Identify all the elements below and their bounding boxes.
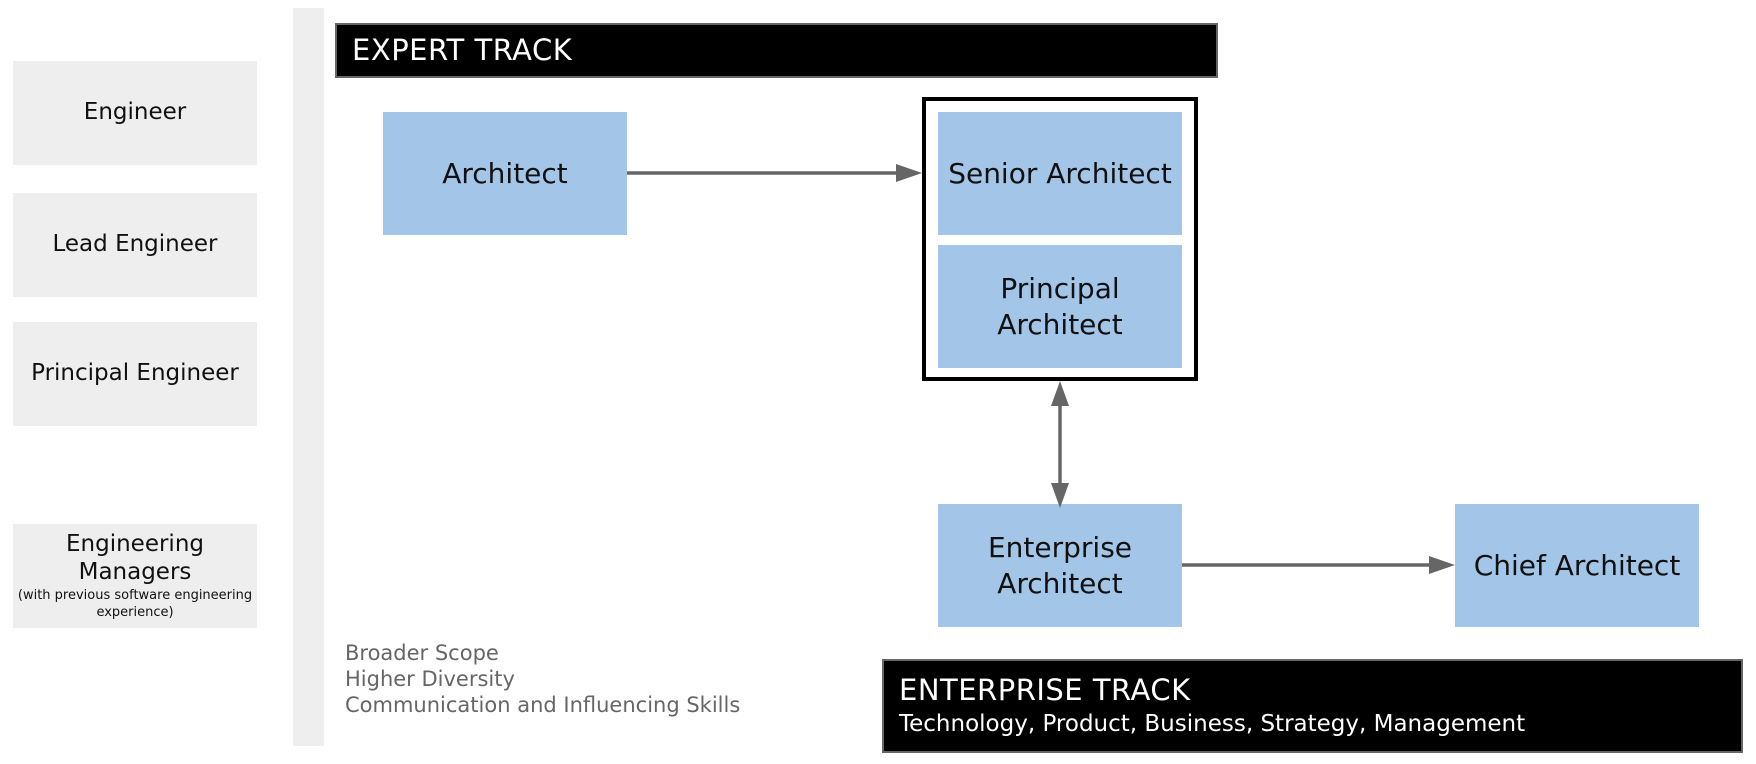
enterprise-track-subtitle: Technology, Product, Business, Strategy,…: [899, 711, 1526, 737]
role-enterprise-architect: Enterprise Architect: [938, 504, 1182, 627]
senior-principal-group: [922, 97, 1198, 381]
skills-notes: Broader Scope Higher Diversity Communica…: [345, 640, 740, 718]
role-architect: Architect: [383, 112, 627, 235]
expert-track-title: EXPERT TRACK: [352, 33, 573, 67]
role-chief-architect: Chief Architect: [1455, 504, 1699, 627]
role-principal-architect: Principal Architect: [938, 245, 1182, 368]
level-lead-engineer: Lead Engineer: [13, 193, 257, 297]
role-label: Enterprise Architect: [987, 530, 1133, 600]
arrow-architect-to-senior: [627, 164, 922, 182]
level-label: Engineer: [83, 99, 187, 126]
level-label: Engineering Managers: [66, 531, 204, 585]
level-label: Lead Engineer: [52, 231, 218, 258]
arrow-enterprise-to-chief: [1182, 556, 1455, 574]
role-label: Architect: [442, 156, 568, 190]
role-label: Chief Architect: [1473, 548, 1681, 582]
level-sublabel: (with previous software engineering expe…: [17, 588, 253, 620]
enterprise-track-title: ENTERPRISE TRACK: [899, 673, 1191, 707]
level-principal-engineer: Principal Engineer: [13, 322, 257, 426]
enterprise-track-header: ENTERPRISE TRACK Technology, Product, Bu…: [882, 659, 1743, 753]
note-item: Broader Scope: [345, 641, 499, 665]
note-item: Higher Diversity: [345, 667, 515, 691]
role-label: Principal Architect: [997, 271, 1123, 341]
level-label: Principal Engineer: [31, 360, 239, 387]
role-label: Senior Architect: [948, 156, 1172, 190]
arrow-group-enterprise-bidirectional: [1051, 381, 1069, 508]
separator-bar: [293, 8, 324, 746]
note-item: Communication and Influencing Skills: [345, 693, 741, 717]
level-engineer: Engineer: [13, 61, 257, 165]
expert-track-header: EXPERT TRACK: [335, 23, 1218, 78]
level-engineering-managers: Engineering Managers (with previous soft…: [13, 524, 257, 628]
role-senior-architect: Senior Architect: [938, 112, 1182, 235]
